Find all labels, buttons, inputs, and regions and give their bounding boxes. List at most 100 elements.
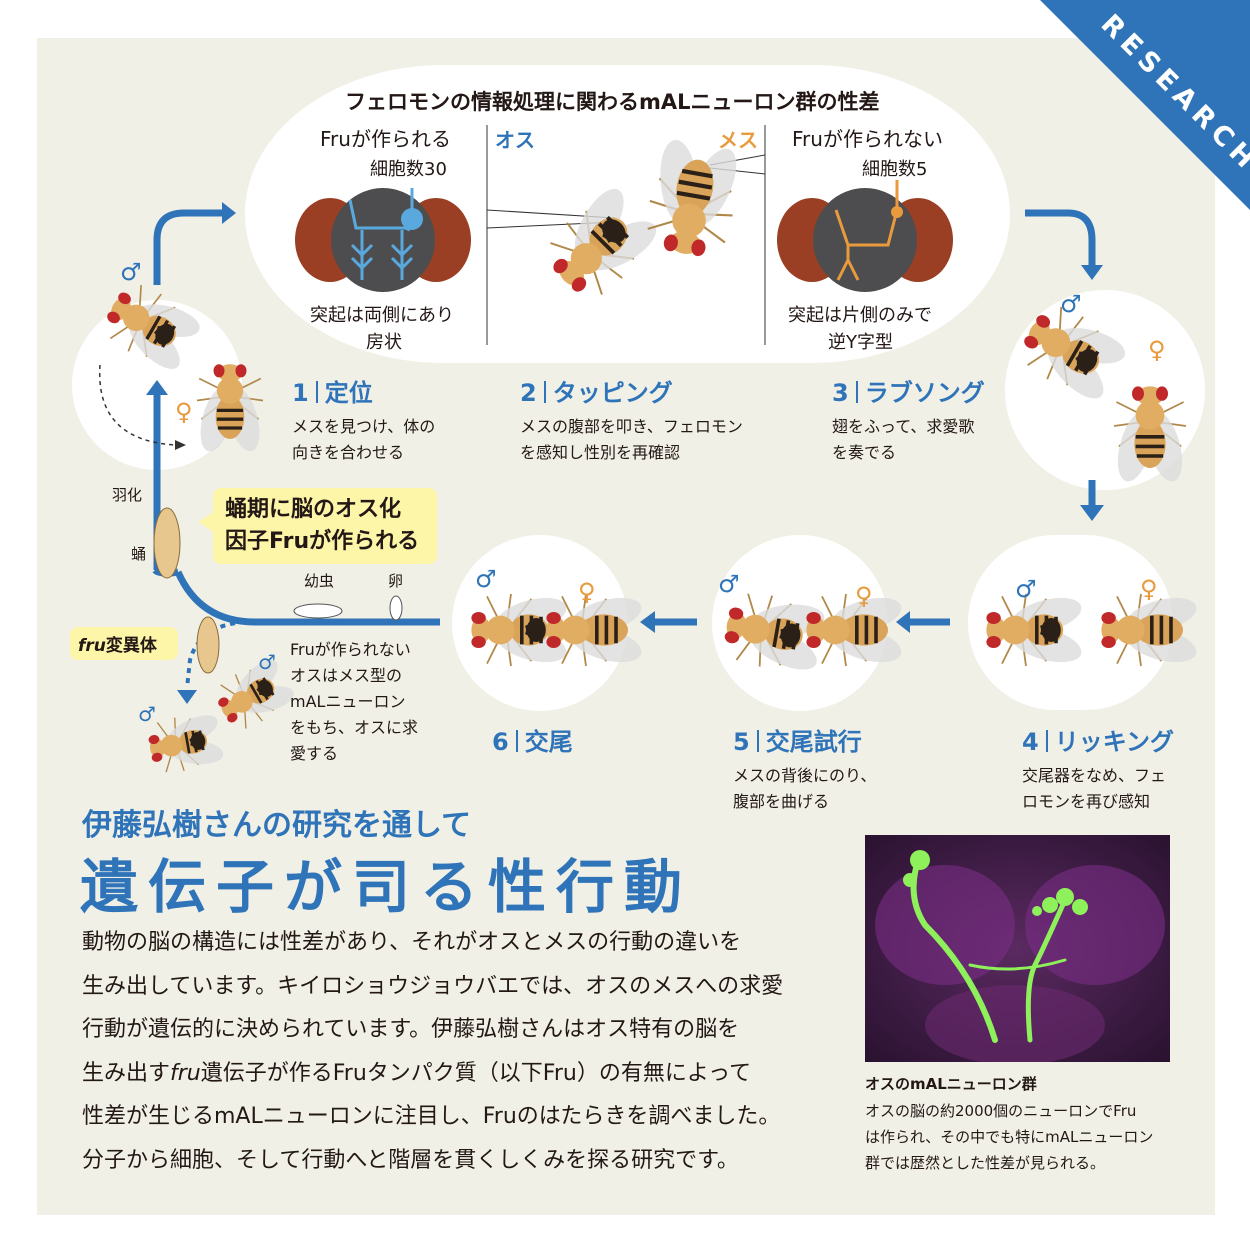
divider <box>515 730 518 752</box>
male-fly-icon <box>986 593 1082 667</box>
male-fly-icon <box>148 715 224 773</box>
eclosion-label: 羽化 <box>112 486 143 504</box>
female-fly-icon <box>806 593 902 667</box>
micrograph-caption-title: オスのmALニューロン群 <box>865 1075 1037 1093</box>
male-symbol: ♂ <box>718 570 740 598</box>
step-number: 4 <box>1022 728 1039 756</box>
callout-pointer <box>198 512 214 532</box>
research-corner-banner <box>1040 0 1250 210</box>
step-title: リッキング <box>1054 728 1174 756</box>
body-line: 分子から細胞、そして行動へと階層を貫くしくみを探る研究です。 <box>82 1147 739 1173</box>
step-description: 交尾器をなめ、フェ <box>1022 766 1167 785</box>
female-symbol: ♀ <box>175 398 193 426</box>
mutant-label: 変異体 <box>105 636 157 656</box>
pupa-label: 蛹 <box>131 545 147 563</box>
step-heading: 6 交尾 <box>492 722 573 757</box>
caption-line: は作られ、その中でも特にmALニューロン <box>865 1128 1154 1146</box>
larva-label: 幼虫 <box>304 572 335 590</box>
female-symbol: ♀ <box>578 578 596 606</box>
body-line: 生み出すfru遺伝子が作るFruタンパク質（以下Fru）の有無によって <box>82 1052 783 1096</box>
body-text: 遺伝子が作るFruタンパク質（以下Fru）の有無によって <box>200 1060 752 1086</box>
step-heading: 4 リッキング <box>1022 722 1174 757</box>
female-symbol: ♀ <box>1140 575 1158 603</box>
step-title: 定位 <box>324 379 373 407</box>
body-line: 動物の脳の構造には性差があり、それがオスとメスの行動の違いを <box>82 930 742 955</box>
step-title: ラブソング <box>864 379 985 407</box>
step-4: 4 リッキング交尾器をなめ、フェロモンを再び感知 <box>1022 722 1174 815</box>
arrow-1-to-2 <box>153 209 222 285</box>
larva-icon <box>293 603 343 619</box>
fru-pupa-callout: 蛹期に脳のオス化 因子Fruが作られる <box>213 488 437 564</box>
male-fly-icon <box>218 659 294 729</box>
mutant-pupa-icon <box>196 616 220 674</box>
pupa-icon <box>153 507 181 579</box>
egg-label: 卵 <box>388 572 404 590</box>
female-neuron-note-2: 逆Y字型 <box>828 332 893 353</box>
male-symbol: ♂ <box>258 650 276 674</box>
divider <box>1045 730 1048 752</box>
male-symbol: ♂ <box>138 702 156 726</box>
divider <box>855 381 858 403</box>
fru-mutant-callout: fru変異体 <box>70 627 178 660</box>
female-symbol: ♀ <box>1148 336 1166 364</box>
brain-female-diagram <box>777 180 953 292</box>
desc-line: 愛する <box>290 744 339 763</box>
step-description: を感知し性別を再確認 <box>520 443 681 462</box>
female-neuron-note-1: 突起は片側のみで <box>788 305 932 326</box>
caption-line: 群では歴然とした性差が見られる。 <box>865 1154 1106 1172</box>
female-fly-icon <box>647 139 737 257</box>
male-fly-icon <box>724 593 825 670</box>
step-description: ロモンを再び感知 <box>1022 792 1151 811</box>
step-heading: 5 交尾試行 <box>733 722 876 757</box>
step-number: 5 <box>733 728 750 756</box>
female-fly-icon <box>196 364 264 452</box>
female-fly-icon <box>1101 593 1197 667</box>
arrow-2-to-3 <box>1025 209 1096 265</box>
step-title: タッピング <box>552 379 673 407</box>
step-description: 向きを合わせる <box>292 443 405 462</box>
step-description: メスの背後にのり、 <box>733 766 877 785</box>
step-title: 交尾試行 <box>765 728 862 756</box>
body-line: 行動が遺伝的に決められています。伊藤弘樹さんはオス特有の脳を <box>82 1017 740 1043</box>
step-title: 交尾 <box>524 728 573 756</box>
desc-line: mALニューロン <box>290 692 406 711</box>
female-fly-icon <box>546 593 642 667</box>
step-number: 1 <box>292 379 309 407</box>
step-description: メスを見つけ、体の <box>292 417 436 436</box>
article-subtitle: 伊藤弘樹さんの研究を通して <box>82 808 472 843</box>
male-symbol: ♂ <box>120 258 142 286</box>
step-description: メスの腹部を叩き、フェロモン <box>520 417 743 436</box>
male-neuron-note-1: 突起は両側にあり <box>310 305 454 326</box>
cell-count-5: 細胞数5 <box>862 159 928 180</box>
fru-not-made-heading: Fruが作られない <box>792 127 943 151</box>
mutant-description: Fruが作られない オスはメス型の mALニューロン をもち、オスに求 愛する <box>290 637 418 767</box>
male-symbol: ♂ <box>1060 290 1082 318</box>
divider <box>543 381 546 403</box>
step-2: 2 タッピングメスの腹部を叩き、フェロモンを感知し性別を再確認 <box>520 373 743 466</box>
callout-line: 因子Fruが作られる <box>225 529 420 554</box>
fru-gene-name: fru <box>170 1060 201 1086</box>
male-neuron-note-2: 房状 <box>366 332 402 353</box>
callout-line: 蛹期に脳のオス化 <box>225 497 402 522</box>
step-number: 2 <box>520 379 537 407</box>
female-label: メス <box>718 128 758 152</box>
female-symbol: ♀ <box>855 582 873 610</box>
desc-line: Fruが作られない <box>290 640 411 659</box>
brain-male-diagram <box>295 188 471 292</box>
step-number: 6 <box>492 728 509 756</box>
male-fly-icon <box>107 285 200 369</box>
fru-made-heading: Fruが作られる <box>320 127 451 151</box>
body-text: 生み出す <box>82 1060 171 1086</box>
fru-gene-name: fru <box>78 636 106 656</box>
article-body: 動物の脳の構造には性差があり、それがオスとメスの行動の違いを 生み出しています。… <box>82 921 783 1183</box>
divider <box>315 381 318 403</box>
step-description: を奏でる <box>832 443 897 462</box>
step-heading: 2 タッピング <box>520 373 743 408</box>
divider <box>756 730 759 752</box>
diagram-title: フェロモンの情報処理に関わるmALニューロン群の性差 <box>345 90 880 114</box>
